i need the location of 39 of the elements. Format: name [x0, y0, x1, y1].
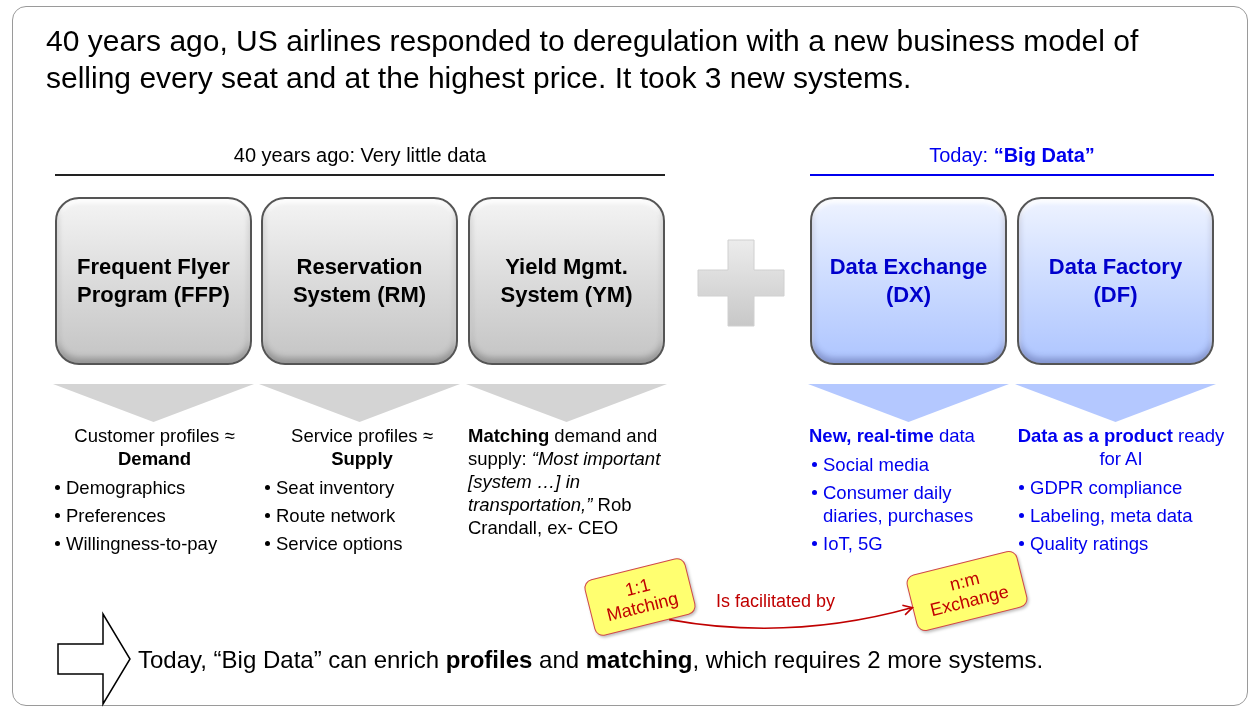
curved-arrow	[668, 604, 914, 629]
description-text: Service profiles ≈ Supply	[290, 424, 434, 470]
description-text: Data as a product ready for AI	[1016, 424, 1226, 470]
system-box	[261, 197, 458, 365]
bullet-item: Service options	[276, 532, 403, 555]
chevron-arrow	[1015, 384, 1216, 422]
bullet-item: Labeling, meta data	[1030, 504, 1193, 527]
section-header: 40 years ago: Very little data	[55, 142, 665, 176]
node-label: Frequent Flyer Program (FFP)	[76, 253, 231, 309]
bullet-item: Route network	[276, 504, 396, 527]
chevron-arrow	[808, 384, 1009, 422]
bullet-item: Quality ratings	[1030, 532, 1149, 555]
slide-title: 40 years ago, US airlines responded to deregulation with a new business model of selling every seat and at the highest price. It took 3 new systems.	[46, 23, 1140, 96]
system-box	[468, 197, 665, 365]
node-label: 1:1 Matching	[603, 573, 682, 628]
system-box	[55, 197, 252, 365]
description-text: New, real-time data	[809, 424, 976, 447]
chevron-arrow	[53, 384, 254, 422]
bullet-item: Willingness-to-pay	[66, 532, 218, 555]
bullet-item: GDPR compliance	[1030, 476, 1183, 499]
node-label: n:m Exchange	[927, 566, 1012, 623]
system-box	[1017, 197, 1214, 365]
node-label: Reservation System (RM)	[291, 253, 428, 309]
node-label: Yield Mgmt. System (YM)	[499, 253, 634, 309]
bullet-item: Seat inventory	[276, 476, 395, 499]
chevron-arrow	[466, 384, 667, 422]
description-text: Matching demand and supply: “Most important [system …] in transportation,” Rob Crandall, ex- CEO	[468, 424, 662, 539]
system-box	[810, 197, 1007, 365]
bullet-item: Preferences	[66, 504, 166, 527]
node-label: Data Factory (DF)	[1047, 253, 1184, 309]
bullet-item: Demographics	[66, 476, 186, 499]
section-header: Today: “Big Data”	[810, 142, 1214, 176]
bullet-item: Consumer daily diaries, purchases	[823, 481, 975, 527]
node-label: Data Exchange (DX)	[828, 253, 989, 309]
chevron-arrow	[259, 384, 460, 422]
description-text: Customer profiles ≈ Demand	[73, 424, 236, 470]
summary-text: Today, “Big Data” can enrich profiles and matching, which requires 2 more systems.	[138, 645, 1045, 675]
bullet-item: Social media	[823, 453, 929, 476]
bullet-item: IoT, 5G	[823, 532, 883, 555]
